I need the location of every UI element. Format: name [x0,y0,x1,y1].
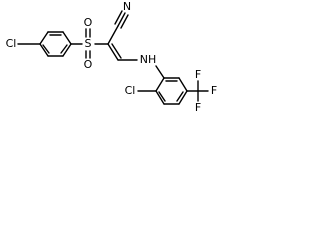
anilino-ring [155,77,188,105]
bond-nh-ring [155,65,165,79]
bond [39,31,49,45]
fluorine-bottom-label: F [195,101,201,114]
bond [178,77,188,92]
bond [62,43,72,57]
amine-nh-label: NH [140,53,157,66]
bond [62,31,72,45]
bond [155,77,165,92]
fluorine-top-label: F [195,68,201,81]
chlorophenyl-ring [39,31,72,57]
bond [39,43,49,57]
nitrile-nitrogen-label: N [123,0,131,13]
double-bond-inner [60,44,68,54]
fluorine-right-label: F [211,84,217,97]
chlorine-left-label: Cl [6,37,17,50]
oxygen-bottom-label: O [84,58,93,71]
bond-nitrile-2 [120,14,129,29]
chlorine-right-label: Cl [125,84,136,97]
bond-nitrile-1 [117,12,126,27]
bond-nitrile-3 [114,10,123,25]
bond-c-cn [107,25,119,45]
bond-c-c-double [107,43,119,61]
chemical-structure-diagram: Cl S O O N NH Cl F F F [6,0,218,114]
double-bond-inner [42,44,50,54]
double-bond-inner [158,91,166,102]
bond-c-c-double-second [111,43,122,59]
bond [178,90,188,105]
oxygen-top-label: O [84,16,93,29]
double-bond-inner [176,91,184,102]
bond [155,90,165,105]
sulfur-label: S [85,37,92,50]
